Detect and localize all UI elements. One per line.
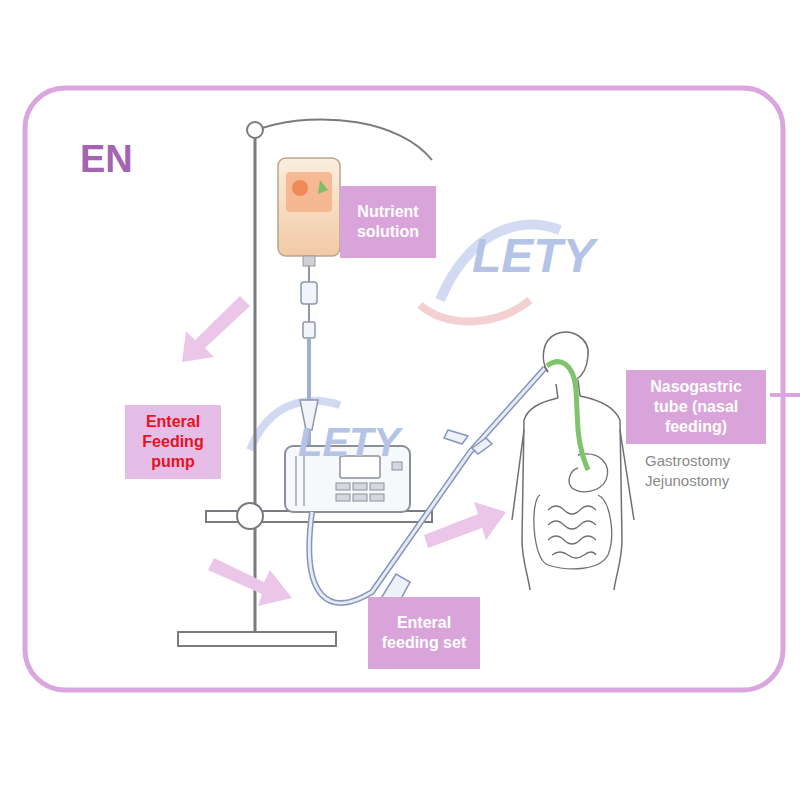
- label-box: Nutrient solution: [340, 186, 436, 258]
- label-text: Enteral feeding set: [374, 613, 474, 653]
- watermark: LETY: [472, 228, 595, 283]
- watermark: LETY: [298, 420, 400, 465]
- route-label: Jejunostomy: [645, 472, 729, 489]
- label-text: Nutrient solution: [346, 202, 430, 242]
- route-label: Gastrostomy: [645, 452, 730, 469]
- label-text: Nasogastric tube (nasal feeding): [632, 377, 760, 437]
- nutrient-bag: [278, 158, 340, 266]
- diagram-title: EN: [80, 138, 133, 181]
- feeding-tube: [309, 368, 545, 608]
- label-box: Nasogastric tube (nasal feeding): [626, 370, 766, 444]
- label-text: Enteral Feeding pump: [131, 412, 215, 472]
- label-box: Enteral feeding set: [368, 597, 480, 669]
- patient-figure: [512, 332, 634, 590]
- frame-edge: [770, 393, 800, 397]
- pointer-arrows: [182, 296, 506, 606]
- label-box: Enteral Feeding pump: [125, 405, 221, 479]
- nasogastric-tube: [547, 362, 588, 470]
- frame: [25, 88, 783, 690]
- digestive-organs: [534, 454, 612, 569]
